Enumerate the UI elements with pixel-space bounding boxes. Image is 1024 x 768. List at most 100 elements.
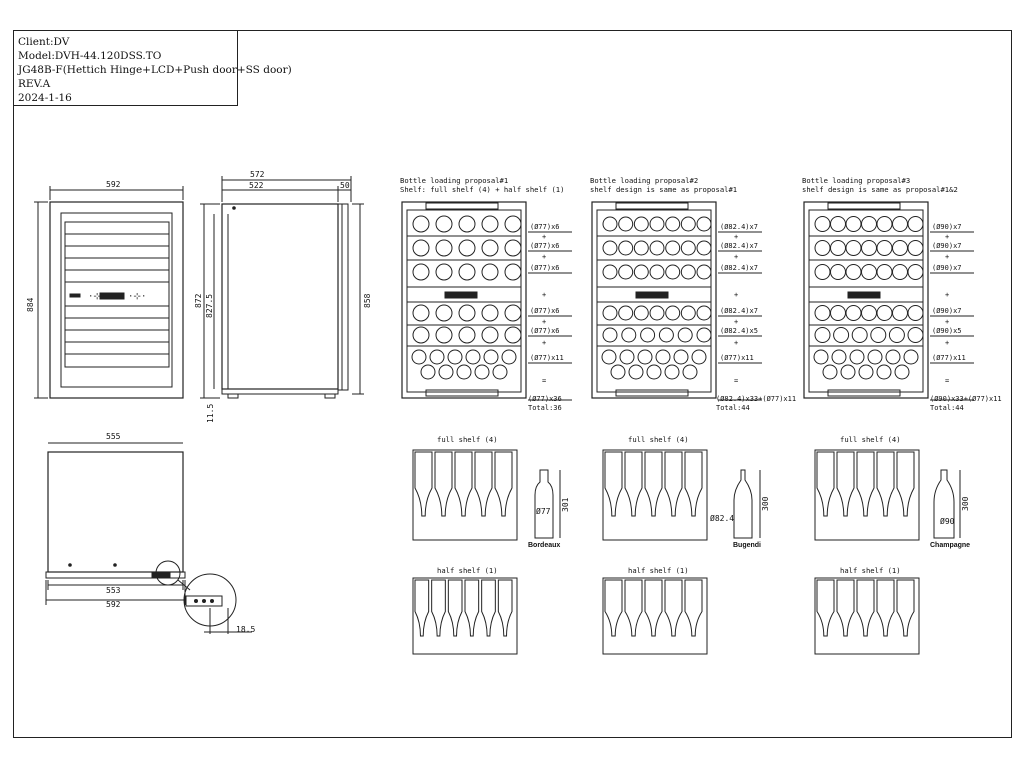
bottle-end-icon <box>845 264 862 280</box>
bottle-end-icon <box>849 349 865 365</box>
shelf-bottle-icon <box>836 451 855 517</box>
bottle-end-icon <box>628 364 644 380</box>
model-label: Model:DVH-44.120DSS.TO <box>18 50 162 62</box>
bottle-end-icon <box>649 216 665 232</box>
p3-plus-1: + <box>945 233 950 241</box>
bottle-end-icon <box>845 216 862 232</box>
shelf-bottle-icon <box>624 451 643 517</box>
bottle-end-icon <box>664 364 680 380</box>
bottle-end-icon <box>907 305 924 321</box>
p3-row-2: (Ø90)x7 <box>932 242 962 250</box>
front-view: ·⊹· ·⊹· <box>34 186 184 399</box>
bottle-end-icon <box>447 349 463 365</box>
bottle-end-icon <box>412 215 430 233</box>
p2-bottle-name: Bugendi <box>733 542 761 549</box>
p1-half-shelf-label: half shelf (1) <box>437 566 498 575</box>
side-height-body-dim: 827.5 <box>205 293 214 318</box>
bottle-end-icon <box>822 364 838 380</box>
p3-bottle-name: Champagne <box>930 542 971 549</box>
p3-row-1: (Ø90)x7 <box>932 223 962 231</box>
shelf-bottle-icon <box>684 579 703 637</box>
p3-plus-4: + <box>945 318 950 326</box>
shelf-bottle-icon <box>481 579 496 637</box>
bottle-end-icon <box>892 216 908 232</box>
p3-row-5: (Ø90)x5 <box>932 327 962 335</box>
p1-bottle-height: 301 <box>561 497 570 512</box>
bottle-end-icon <box>465 349 481 365</box>
bottle-end-icon <box>637 349 653 365</box>
bottle-end-icon <box>411 349 427 365</box>
p1-plus-1: + <box>542 233 547 241</box>
shelf-bottle-icon <box>447 579 463 637</box>
bottle-end-icon <box>602 216 618 232</box>
p3-row-3: (Ø90)x7 <box>932 264 962 272</box>
description-label: JG48B-F(Hettich Hinge+LCD+Push door+SS d… <box>18 64 292 76</box>
p2-row-3: (Ø82.4)x7 <box>720 264 758 272</box>
front-width-dim: 592 <box>106 180 121 189</box>
proposal-1-cabinet <box>401 201 527 399</box>
p1-row-1: (Ø77)x6 <box>530 223 560 231</box>
proposal-2-subtitle: shelf design is same as proposal#1 <box>590 185 738 194</box>
side-height-total-dim: 872 <box>194 293 203 308</box>
bottle-end-icon <box>665 264 681 280</box>
bottle-end-icon <box>456 364 472 380</box>
full-shelf-3 <box>814 449 920 541</box>
bottle-end-icon <box>633 216 649 232</box>
bottle-end-icon <box>435 215 453 233</box>
bottle-end-icon <box>814 327 831 343</box>
p3-plus-5: + <box>945 339 950 347</box>
bottle-end-icon <box>876 364 892 380</box>
bottle-end-icon <box>501 349 517 365</box>
bottle-end-icon <box>907 264 924 280</box>
bottle-end-icon <box>673 349 689 365</box>
shelf-bottle-icon <box>816 579 835 637</box>
p3-plus-2: + <box>945 253 950 261</box>
p3-row-4: (Ø90)x7 <box>932 307 962 315</box>
p2-row-2: (Ø82.4)x7 <box>720 242 758 250</box>
bottle-end-icon <box>876 216 893 232</box>
bottle-end-icon <box>492 364 508 380</box>
half-shelf-2 <box>602 577 708 655</box>
shelf-bottle-icon <box>684 451 703 517</box>
p1-row-6: (Ø77)x11 <box>530 354 564 362</box>
bottle-end-icon <box>504 304 522 322</box>
bottle-end-icon <box>830 305 846 321</box>
shelf-bottle-icon <box>454 451 473 517</box>
shelf-bottle-icon <box>604 451 623 517</box>
p1-plus-3: + <box>542 291 547 299</box>
bottle-end-icon <box>633 240 649 256</box>
bottle-end-icon <box>680 240 696 256</box>
bottle-end-icon <box>633 264 649 280</box>
shelf-bottle-icon <box>896 451 915 517</box>
bottle-end-icon <box>602 327 618 343</box>
proposal-3-title: Bottle loading proposal#3 <box>802 176 911 185</box>
shelf-bottle-icon <box>836 579 855 637</box>
shelf-bottle-icon <box>644 451 663 517</box>
svg-text:·⊹·: ·⊹· <box>128 292 146 302</box>
bottle-end-icon <box>696 264 712 280</box>
bottle-end-icon <box>619 349 635 365</box>
bottle-end-icon <box>481 239 499 257</box>
bottle-end-icon <box>602 264 618 280</box>
bottle-end-icon <box>665 216 681 232</box>
shelf-bottle-icon <box>464 579 480 637</box>
bottle-end-icon <box>892 240 908 256</box>
bottle-end-icon <box>892 305 908 321</box>
bottle-end-icon <box>483 349 499 365</box>
bottle-end-icon <box>861 216 877 232</box>
bottle-end-icon <box>458 326 476 344</box>
p3-plus-3: + <box>945 291 950 299</box>
bottle-end-icon <box>435 263 453 281</box>
bottle-end-icon <box>830 216 846 232</box>
full-shelf-2 <box>602 449 708 541</box>
shelf-bottle-icon <box>414 579 430 637</box>
bottom-outer-width-dim: 592 <box>106 600 121 609</box>
shelf-bottle-icon <box>434 451 453 517</box>
bottle-end-icon <box>831 349 847 365</box>
p1-plus-2: + <box>542 253 547 261</box>
bottle-end-icon <box>601 349 617 365</box>
bottle-end-icon <box>474 364 490 380</box>
proposal-2-title: Bottle loading proposal#2 <box>590 176 699 185</box>
shelf-bottle-icon <box>474 451 493 517</box>
